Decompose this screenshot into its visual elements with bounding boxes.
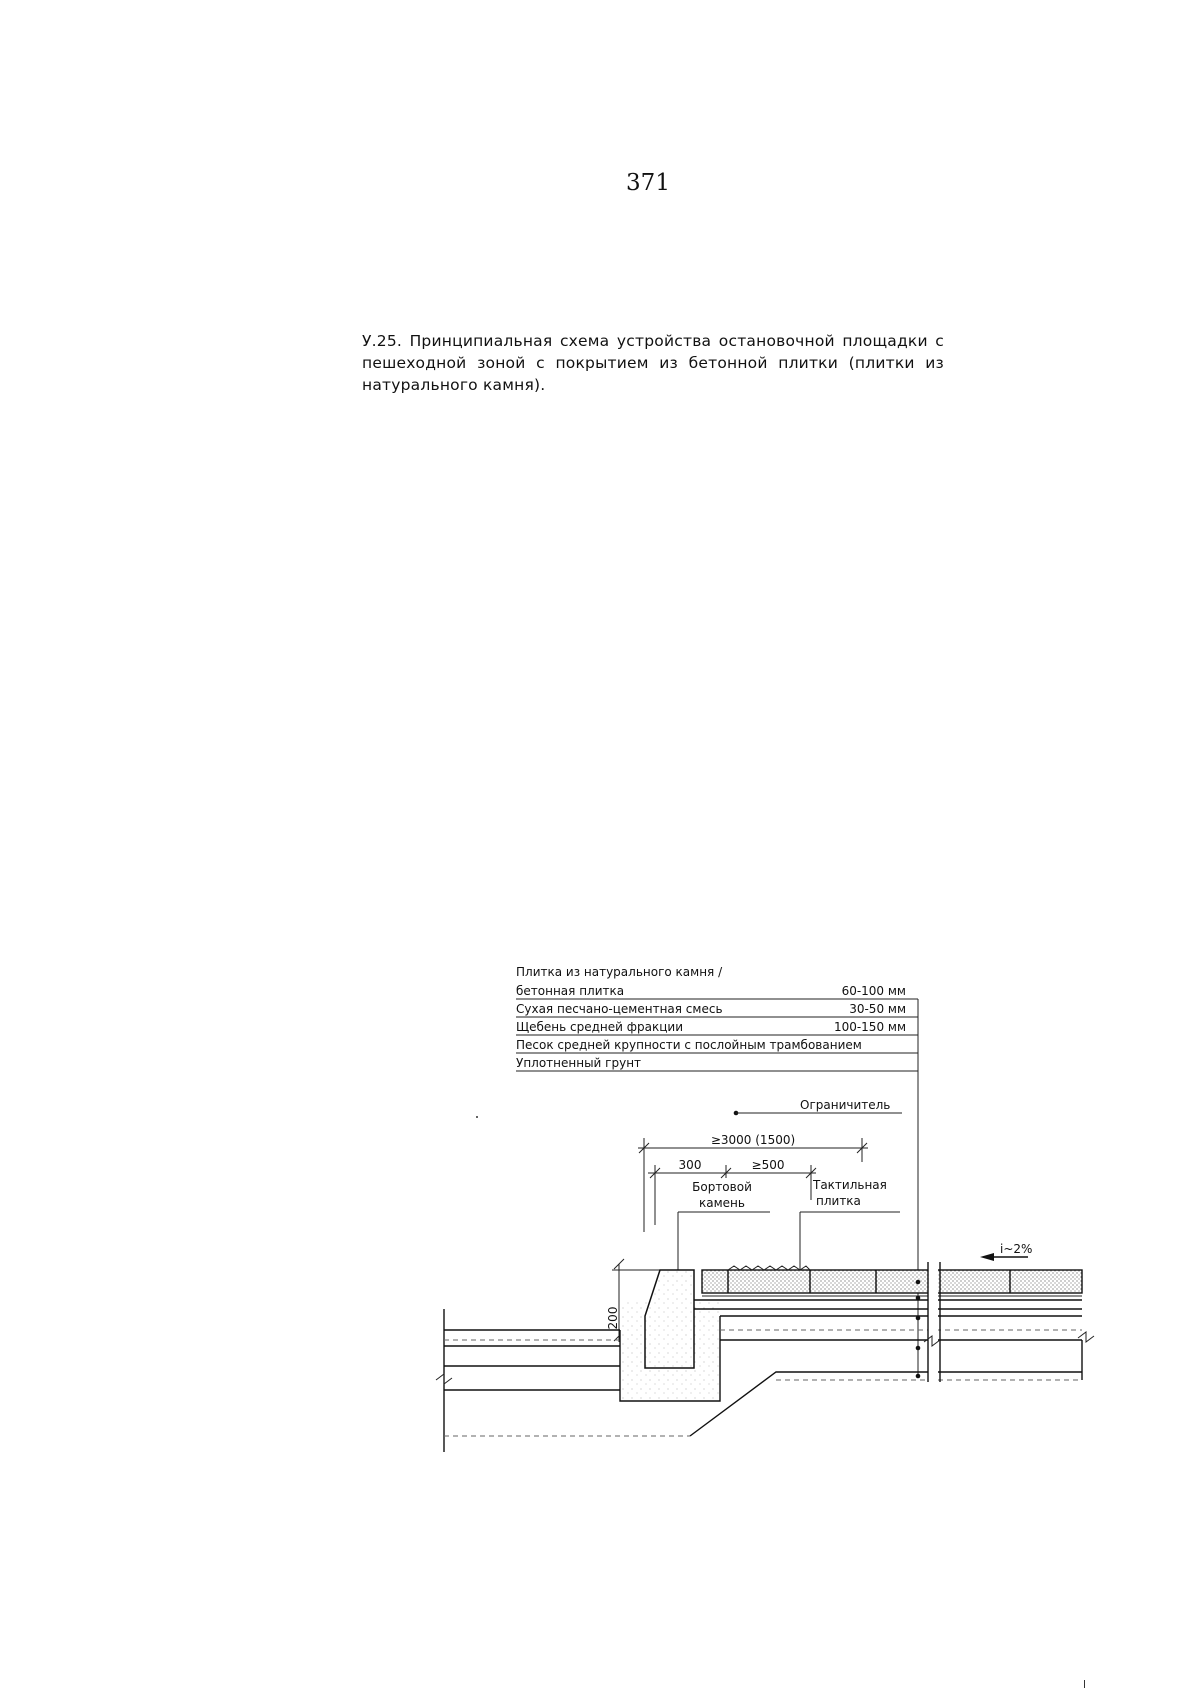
layer-name-1: бетонная плитка (516, 984, 624, 998)
tactile-label-line1: Тактильная (812, 1178, 887, 1192)
dimension-total: ≥3000 (1500) (638, 1133, 868, 1232)
limiter-callout: Ограничитель (733, 1098, 902, 1116)
curb-stone-callout: Бортовой камень (675, 1180, 770, 1283)
layer-thickness-1: 60-100 мм (842, 984, 906, 998)
scan-speck (476, 1116, 478, 1118)
layer-name-3: Щебень средней фракции (516, 1020, 683, 1034)
layer-thickness-2: 30-50 мм (849, 1002, 906, 1016)
layer-name-2: Сухая песчано-цементная смесь (516, 1002, 723, 1016)
layer-name-0: Плитка из натурального камня / (516, 965, 723, 979)
layer-name-4: Песок средней крупности с послойным трам… (516, 1038, 862, 1052)
slope-label: i~2% (1000, 1242, 1032, 1256)
total-width-label: ≥3000 (1500) (711, 1133, 795, 1147)
curb-label-line2: камень (699, 1196, 745, 1210)
gap-width-label: ≥500 (752, 1158, 785, 1172)
tactile-label-line2: плитка (816, 1194, 861, 1208)
layer-name-5: Уплотненный грунт (516, 1056, 641, 1070)
page-number: 371 (626, 170, 670, 196)
curb-width-label: 300 (679, 1158, 702, 1172)
scan-corner-mark (1084, 1680, 1085, 1688)
limiter-label: Ограничитель (800, 1098, 890, 1112)
layer-thickness-3: 100-150 мм (834, 1020, 906, 1034)
tactile-tile-callout: Тактильная плитка (797, 1178, 900, 1281)
cross-section (435, 1262, 1095, 1452)
height-label: 200 (606, 1307, 620, 1330)
curb-label-line1: Бортовой (692, 1180, 752, 1194)
layer-legend: Плитка из натурального камня / бетонная … (516, 965, 906, 1070)
figure-caption: У.25. Принципиальная схема устройства ос… (362, 332, 944, 394)
dimension-curb-and-gap: 300 ≥500 (648, 1158, 817, 1225)
legend-leader-lines (516, 998, 919, 1378)
slope-indicator: i~2% (980, 1242, 1032, 1261)
